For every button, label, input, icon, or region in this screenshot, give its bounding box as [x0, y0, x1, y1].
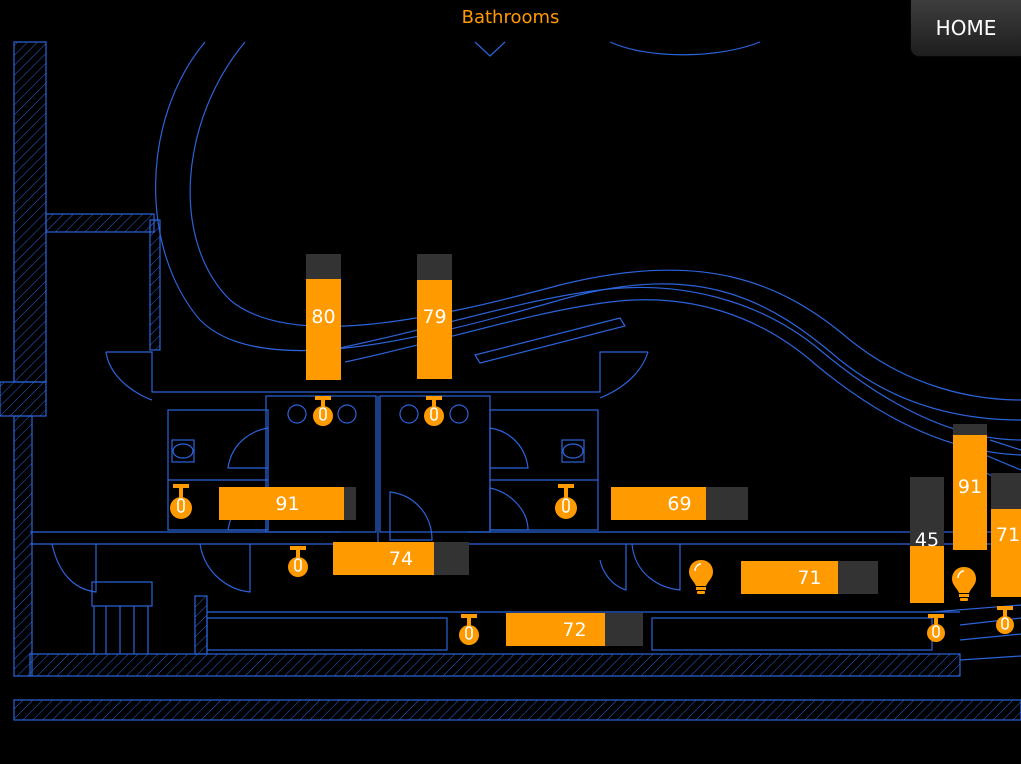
dimmer-knob-icon[interactable] — [169, 484, 193, 520]
home-button[interactable]: HOME — [911, 0, 1021, 56]
level-bar-fill — [910, 546, 944, 603]
level-bar-value: 79 — [422, 305, 447, 328]
level-bar-value: 71 — [797, 566, 822, 589]
level-bar-fill — [506, 613, 605, 646]
level-bar-fill — [991, 508, 1021, 597]
level-bar-value: 45 — [914, 529, 940, 551]
dimmer-knob-icon[interactable] — [287, 546, 309, 578]
level-bar-fill — [333, 542, 434, 575]
level-bar[interactable]: 71 — [991, 473, 1021, 597]
level-bar-fill — [741, 561, 839, 594]
level-bar[interactable]: 91 — [219, 487, 356, 520]
level-bar[interactable]: 69 — [611, 487, 748, 520]
level-bar[interactable]: 71 — [741, 561, 878, 594]
level-bar-fill — [953, 435, 987, 550]
dimmer-knob-icon[interactable] — [554, 484, 578, 520]
level-bar-fill — [219, 487, 344, 520]
dimmer-knob-icon[interactable] — [311, 396, 335, 428]
dimmer-knob-icon[interactable] — [422, 396, 446, 428]
dimmer-knob-icon[interactable] — [458, 614, 480, 646]
level-bar[interactable]: 79 — [417, 254, 452, 379]
light-bulb-icon[interactable] — [688, 559, 714, 595]
light-bulb-icon[interactable] — [951, 566, 977, 602]
level-bar[interactable]: 45 — [910, 477, 944, 603]
level-bar-fill — [611, 487, 706, 520]
dimmer-knob-icon[interactable] — [995, 606, 1015, 634]
level-bar-value: 80 — [311, 306, 336, 328]
level-bar-value: 72 — [562, 618, 587, 641]
level-bar[interactable]: 91 — [953, 424, 987, 550]
level-bar-value: 91 — [275, 492, 300, 515]
level-bar-value: 71 — [995, 524, 1021, 546]
level-bar-value: 91 — [957, 476, 983, 498]
level-bar-value: 74 — [388, 547, 414, 570]
page-title: Bathrooms — [461, 7, 560, 28]
dimmer-knob-icon[interactable] — [926, 614, 946, 642]
level-bar-fill — [417, 280, 452, 379]
level-bar[interactable]: 72 — [506, 613, 643, 646]
level-bar-fill — [306, 279, 341, 380]
level-bar[interactable]: 80 — [306, 254, 341, 380]
level-bar[interactable]: 74 — [333, 542, 469, 575]
level-bar-value: 69 — [667, 492, 692, 515]
